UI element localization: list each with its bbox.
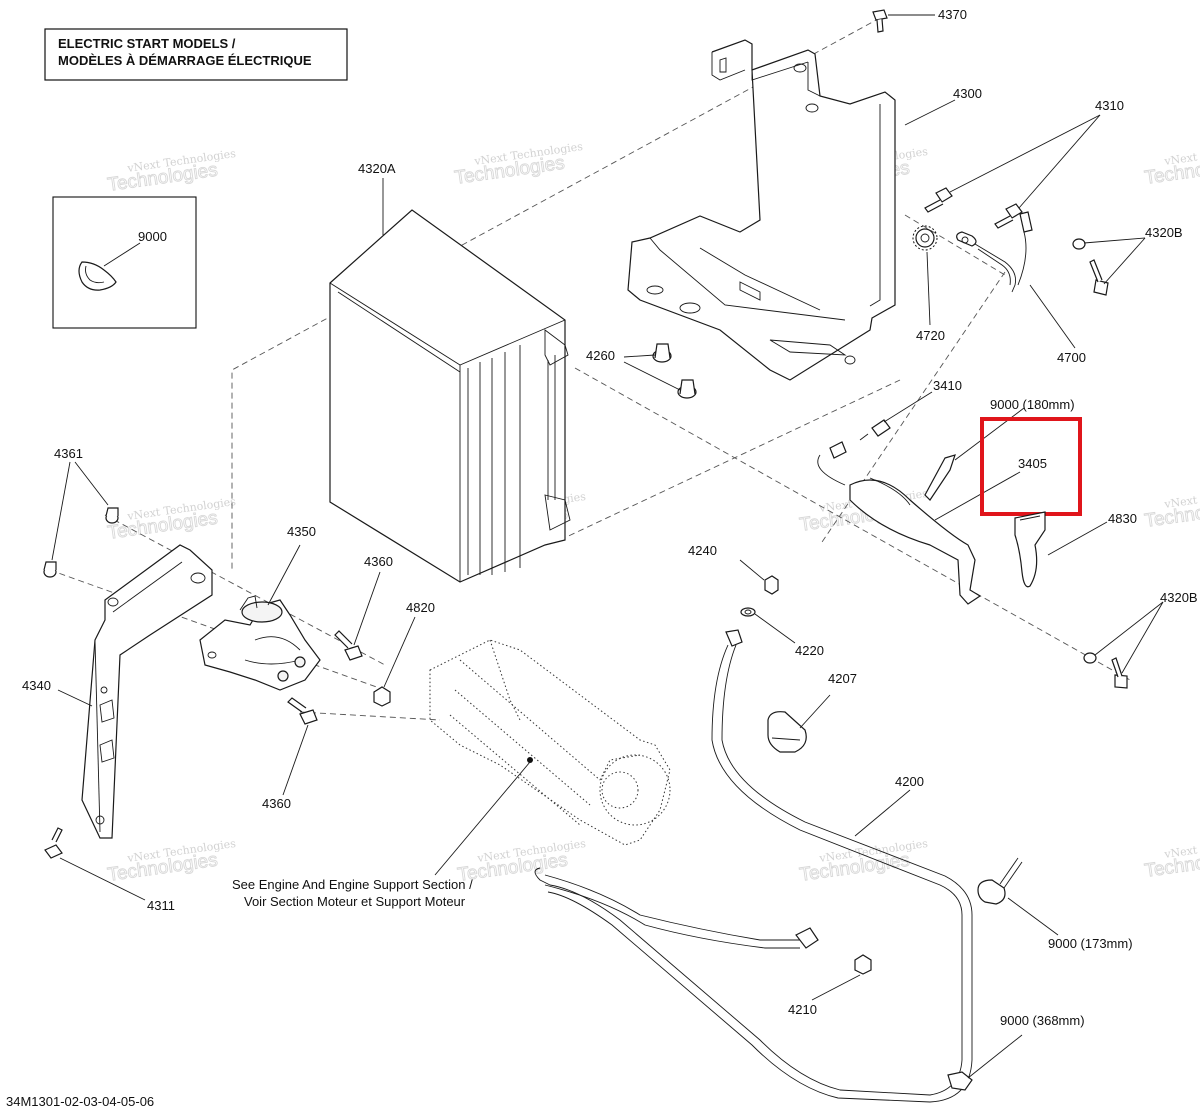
nut-4210: 4210 bbox=[788, 954, 872, 1017]
bolt-4370: 4370 bbox=[872, 7, 967, 33]
terminal-cap-4830: 4830 bbox=[1014, 511, 1137, 588]
callout-3405: 3405 bbox=[1018, 456, 1047, 471]
engine-note-line-2: Voir Section Moteur et Support Moteur bbox=[244, 894, 466, 909]
callout-4830: 4830 bbox=[1108, 511, 1137, 526]
bolt-4360-bottom: 4360 bbox=[262, 697, 318, 811]
callout-9000-inset: 9000 bbox=[138, 229, 167, 244]
callout-4820: 4820 bbox=[406, 600, 435, 615]
callout-4311: 4311 bbox=[147, 898, 175, 913]
callout-4240: 4240 bbox=[688, 543, 717, 558]
title-box: ELECTRIC START MODELS / MODÈLES À DÉMARR… bbox=[44, 28, 348, 81]
callout-4361: 4361 bbox=[54, 446, 83, 461]
callout-4260: 4260 bbox=[586, 348, 615, 363]
bracket-4340: 4340 bbox=[22, 544, 213, 839]
callout-4350: 4350 bbox=[287, 524, 316, 539]
battery-tray-4300 bbox=[627, 39, 896, 381]
wire-harness-3405: 9000 (180mm) 3405 bbox=[817, 397, 1075, 605]
title-line-1: ELECTRIC START MODELS / bbox=[58, 36, 236, 51]
nut-4820: 4820 bbox=[373, 600, 435, 707]
solenoid-4350: 4350 bbox=[199, 524, 321, 691]
positive-cable-4200: 4200 bbox=[534, 629, 973, 1103]
washer-4220: 4220 bbox=[740, 607, 824, 658]
star-washer-4720: 4720 bbox=[912, 225, 945, 343]
callout-4320B-bottom: 4320B bbox=[1160, 590, 1198, 605]
highlight-box-3405 bbox=[980, 417, 1082, 516]
inset-box-cable-tie: 9000 bbox=[52, 196, 197, 329]
clip-4207: 4207 bbox=[767, 671, 857, 753]
callout-9000-180mm: 9000 (180mm) bbox=[990, 397, 1075, 412]
callout-4720: 4720 bbox=[916, 328, 945, 343]
callout-9000-173mm: 9000 (173mm) bbox=[1048, 936, 1133, 951]
bushings-4260: 4260 bbox=[586, 343, 697, 399]
bolt-4320B-top: 4320B bbox=[1072, 225, 1183, 296]
callout-4360-top: 4360 bbox=[364, 554, 393, 569]
callout-4320B-top: 4320B bbox=[1145, 225, 1183, 240]
bolt-4360-top: 4360 bbox=[334, 554, 393, 661]
callout-4207: 4207 bbox=[828, 671, 857, 686]
nuts-4361: 4361 bbox=[43, 446, 119, 578]
callout-4300: 4300 bbox=[953, 86, 982, 101]
bolt-4311: 4311 bbox=[44, 827, 175, 913]
callout-4210: 4210 bbox=[788, 1002, 817, 1017]
title-line-2: MODÈLES À DÉMARRAGE ÉLECTRIQUE bbox=[58, 53, 312, 68]
callout-9000-368mm: 9000 (368mm) bbox=[1000, 1013, 1085, 1028]
starter-motor: See Engine And Engine Support Section / … bbox=[232, 639, 671, 909]
bolt-4320B-bottom: 4320B bbox=[1083, 590, 1198, 689]
bolts-4310: 4310 bbox=[924, 98, 1124, 229]
callout-4220: 4220 bbox=[795, 643, 824, 658]
callout-4310: 4310 bbox=[1095, 98, 1124, 113]
fuse-holder-3410: 3410 bbox=[859, 378, 962, 441]
assembly-dashed-lines bbox=[49, 17, 1131, 721]
callout-4200: 4200 bbox=[895, 774, 924, 789]
callout-4360-bottom: 4360 bbox=[262, 796, 291, 811]
callout-4700: 4700 bbox=[1057, 350, 1086, 365]
cable-tie-173mm: 9000 (173mm) bbox=[977, 857, 1133, 951]
engine-note-line-1: See Engine And Engine Support Section / bbox=[232, 877, 473, 892]
cable-tie-368mm: 9000 (368mm) bbox=[947, 1013, 1085, 1091]
callout-4340: 4340 bbox=[22, 678, 51, 693]
callout-4370: 4370 bbox=[938, 7, 967, 22]
callout-4320A: 4320A bbox=[358, 161, 396, 176]
callout-3410: 3410 bbox=[933, 378, 962, 393]
nut-4240: 4240 bbox=[688, 543, 779, 595]
battery-4320A: 4320A bbox=[329, 161, 571, 583]
diagram-code: 34M1301-02-03-04-05-06 bbox=[6, 1094, 154, 1109]
ground-cable-4700: 4700 bbox=[956, 211, 1086, 365]
cable-tie-icon bbox=[78, 261, 117, 291]
